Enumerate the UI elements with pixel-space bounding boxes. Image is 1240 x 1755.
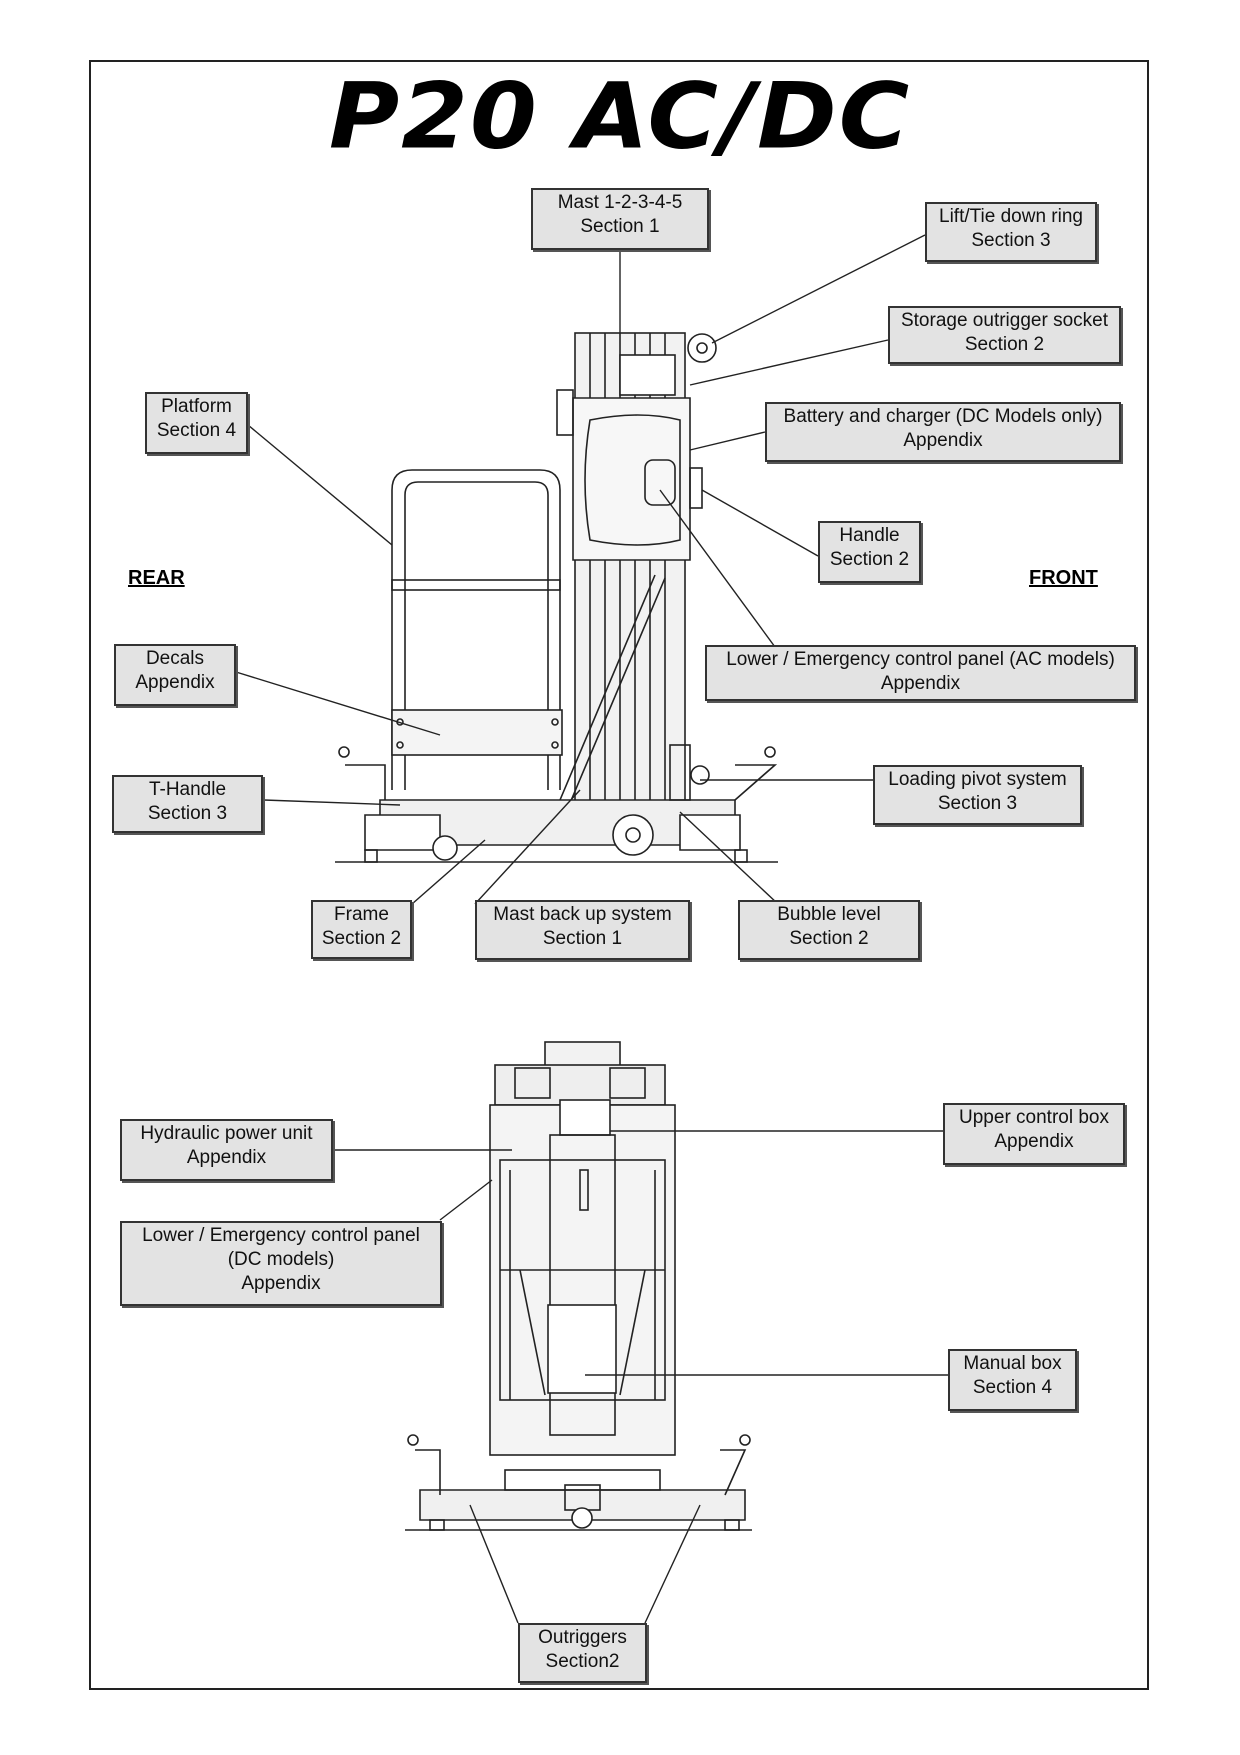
decal-plate: [391, 709, 563, 756]
rear-wheel: [432, 835, 458, 861]
callout-lower-panel-ac: Lower / Emergency control panel (AC mode…: [705, 645, 1136, 701]
front-label: FRONT: [1029, 567, 1098, 589]
platform-cage: [499, 1159, 666, 1401]
hydraulic-body: [489, 1104, 676, 1456]
front-view: [405, 1041, 752, 1531]
leader-lines: [235, 234, 948, 1624]
front-caster: [571, 1507, 593, 1529]
platform-rail: [391, 469, 561, 790]
front-wheel: [612, 814, 654, 856]
battery-cover: [572, 397, 691, 561]
rear-label: REAR: [128, 567, 185, 589]
lift-ring: [687, 333, 717, 363]
side-view: [335, 332, 778, 863]
manual-box: [547, 1304, 617, 1394]
callout-lower-panel-dc: Lower / Emergency control panel(DC model…: [120, 1221, 442, 1306]
callout-battery: Battery and charger (DC Models only)Appe…: [765, 402, 1121, 462]
document-title: P20 AC/DC: [328, 62, 912, 170]
